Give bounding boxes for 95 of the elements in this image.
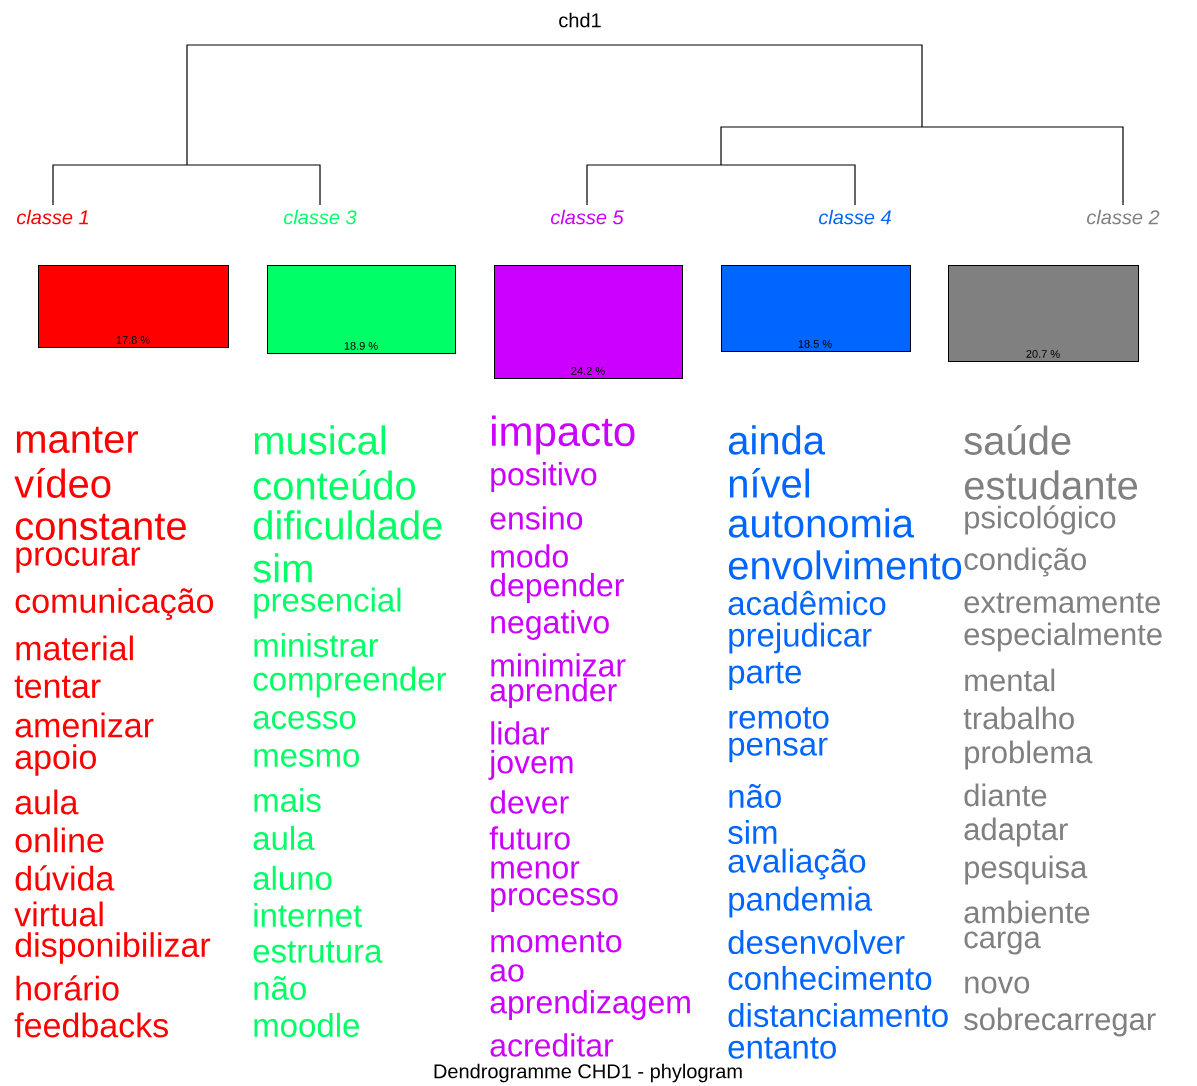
class-label: classe 3 (284, 209, 357, 225)
word: ensino (490, 506, 583, 530)
word: conhecimento (728, 965, 932, 991)
word: aluno (253, 865, 332, 891)
word: especialmente (964, 622, 1162, 652)
word: ainda (728, 425, 826, 455)
word: aula (15, 789, 79, 815)
class-bar: 24.2 % (494, 265, 683, 379)
word: pandemia (729, 886, 873, 918)
word: material (16, 635, 133, 661)
word: saúde (964, 425, 1071, 455)
word: aprender (490, 678, 617, 708)
word: horário (16, 975, 119, 1001)
word: ao (490, 964, 524, 982)
word: novo (965, 976, 1030, 994)
word: amenizar (15, 712, 154, 738)
word: psicológico (965, 505, 1116, 535)
word: pensar (729, 737, 828, 763)
word: acesso (253, 710, 356, 730)
word: virtual (14, 901, 103, 927)
word: desenvolver (728, 929, 905, 955)
word: remoto (729, 707, 829, 729)
word: parte (729, 661, 801, 691)
word: ambiente (964, 900, 1090, 924)
word: mesmo (254, 748, 359, 768)
word: presencial (254, 587, 401, 619)
word: aprendizagem (490, 990, 690, 1020)
word: manter (16, 426, 138, 454)
word: mental (965, 668, 1055, 692)
class-label: classe 2 (1087, 209, 1160, 225)
word: entanto (728, 1037, 836, 1059)
word: positivo (491, 462, 597, 492)
word: condição (964, 547, 1086, 577)
word: musical (254, 425, 386, 455)
word: lidar (491, 721, 550, 745)
word: carga (964, 931, 1041, 955)
word: diante (964, 783, 1047, 807)
word: menor (491, 861, 580, 879)
word: processo (491, 888, 618, 912)
word: não (729, 784, 781, 808)
word: adaptar (964, 817, 1068, 847)
word: pesquisa (965, 855, 1088, 885)
word: constante (15, 513, 186, 541)
class-bar: 18.9 % (267, 265, 456, 354)
word: disponibilizar (15, 932, 211, 964)
word: minimizar (491, 653, 626, 677)
word: negativo (491, 610, 609, 640)
word: acadêmico (728, 590, 886, 616)
class-bar: 20.7 % (948, 265, 1139, 362)
title: chd1 (559, 12, 601, 28)
word: moodle (254, 1012, 359, 1038)
word: online (15, 827, 104, 853)
word: apoio (15, 744, 96, 776)
word: futuro (489, 826, 570, 850)
word: momento (491, 931, 622, 953)
word: nível (729, 468, 809, 498)
word: depender (490, 573, 624, 603)
word: procurar (16, 547, 141, 573)
word: internet (254, 902, 362, 928)
word: envolvimento (728, 550, 962, 580)
word: compreender (253, 666, 447, 698)
word: vídeo (14, 468, 111, 498)
word: distanciamento (728, 1002, 948, 1028)
word: dever (490, 790, 569, 814)
word: tentar (14, 675, 101, 699)
word: mais (254, 787, 321, 813)
word: estrutura (253, 941, 383, 963)
word: trabalho (963, 706, 1074, 730)
word: problema (965, 740, 1093, 770)
word: dificuldade (253, 510, 442, 540)
word: autonomia (728, 508, 914, 538)
word: acreditar (490, 1033, 614, 1057)
word: conteúdo (253, 470, 416, 500)
word: modo (491, 544, 568, 568)
word: extremamente (964, 592, 1160, 614)
word: sim (253, 553, 312, 583)
word: aula (253, 825, 315, 851)
word: estudante (964, 470, 1138, 500)
word: jovem (488, 750, 573, 780)
class-label: classe 5 (551, 209, 624, 225)
word: não (254, 976, 306, 1000)
word: dúvida (15, 865, 115, 891)
word: feedbacks (14, 1012, 168, 1038)
class-label: classe 4 (819, 209, 891, 225)
word: comunicação (15, 588, 214, 620)
word: ministrar (254, 632, 379, 658)
word: avaliação (728, 848, 866, 880)
word: impacto (492, 415, 635, 455)
caption: Dendrogramme CHD1 - phylogram (434, 1063, 742, 1083)
word: sobrecarregar (964, 1007, 1156, 1037)
class-bar: 17.8 % (38, 265, 229, 348)
class-bar: 18.5 % (721, 265, 911, 352)
word: prejudicar (729, 622, 872, 654)
class-label: classe 1 (17, 209, 88, 225)
word: sim (728, 819, 777, 845)
